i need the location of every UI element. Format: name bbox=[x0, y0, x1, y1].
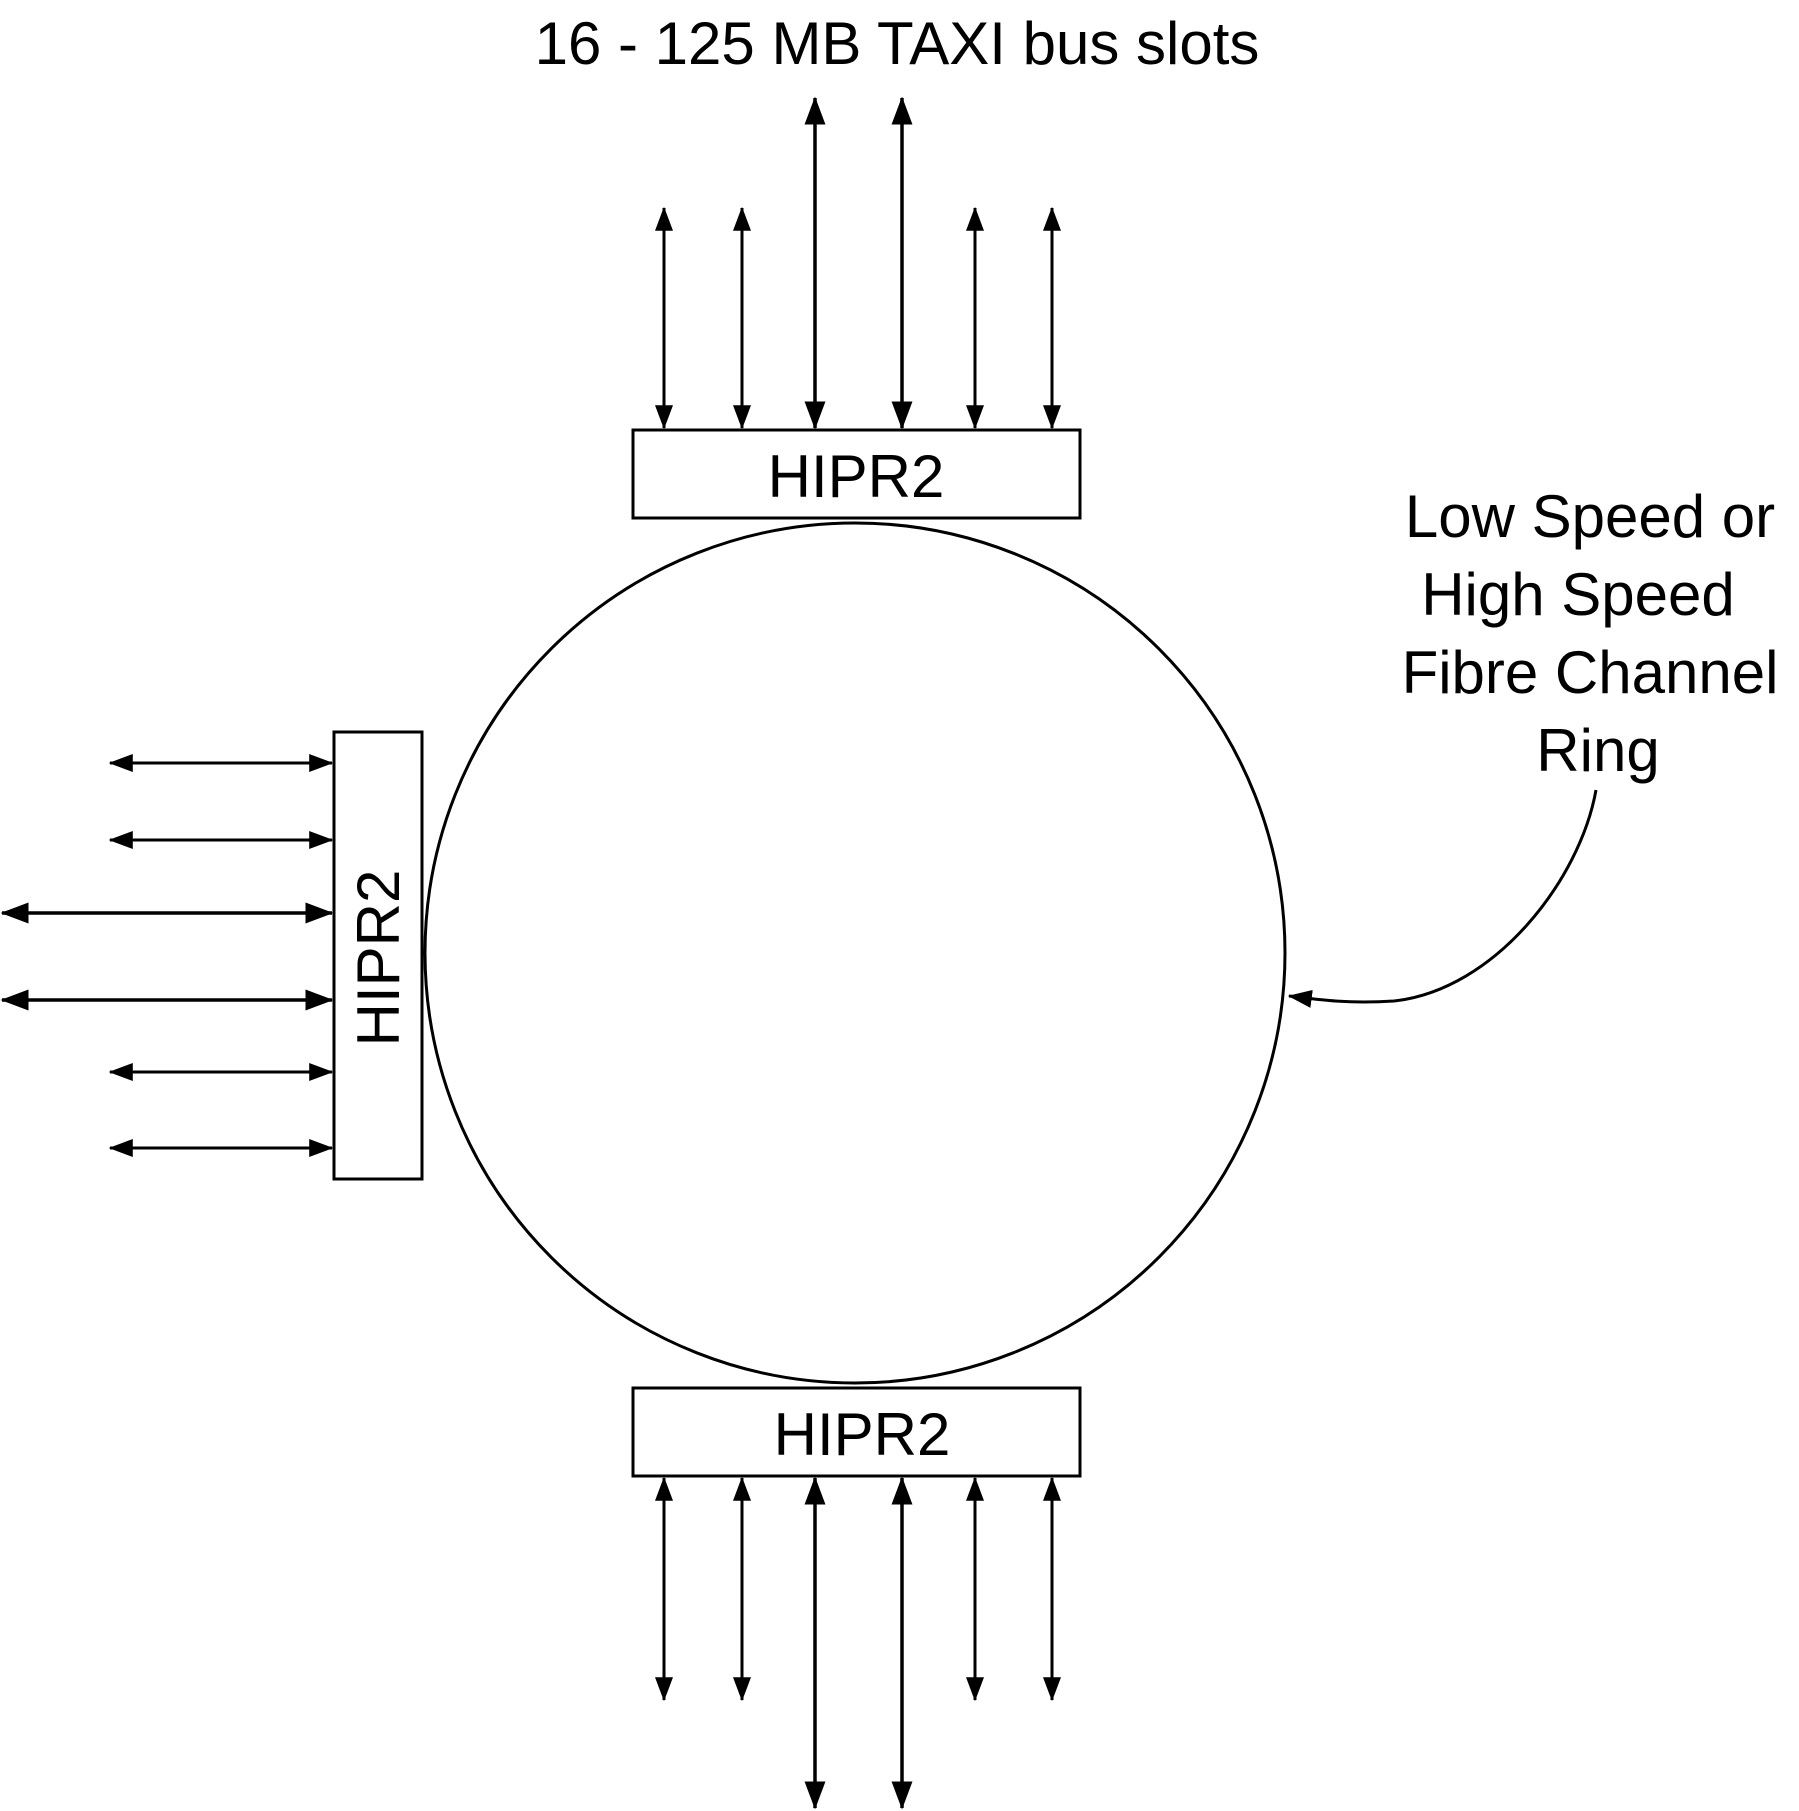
ring-label-line: Fibre Channel bbox=[1402, 639, 1779, 706]
hipr2-label: HIPR2 bbox=[774, 1401, 951, 1468]
hipr2-box bbox=[332, 730, 424, 1181]
ring-label: Low Speed or High Speed Fibre Channel Ri… bbox=[1402, 483, 1779, 784]
hipr2-label: HIPR2 bbox=[345, 870, 412, 1047]
bottom-bus-slots bbox=[655, 1476, 1061, 1810]
fibre-channel-ring bbox=[423, 521, 1287, 1385]
ring-label-line: Low Speed or bbox=[1405, 483, 1775, 550]
ring-label-line: Ring bbox=[1536, 717, 1659, 784]
hipr2-node-left: HIPR2 bbox=[332, 730, 424, 1181]
ring-label-line: High Speed bbox=[1421, 561, 1735, 628]
top-bus-slots bbox=[655, 96, 1061, 430]
left-bus-slots bbox=[0, 754, 334, 1157]
hipr2-node-bottom: HIPR2 bbox=[631, 1386, 1082, 1478]
ring-label-pointer bbox=[1287, 789, 1598, 1008]
hipr2-box bbox=[631, 428, 1082, 520]
hipr2-box bbox=[631, 1386, 1082, 1478]
hipr2-node-top: HIPR2 bbox=[631, 428, 1082, 520]
hipr2-label: HIPR2 bbox=[768, 443, 945, 510]
diagram-title: 16 - 125 MB TAXI bus slots bbox=[535, 10, 1260, 77]
